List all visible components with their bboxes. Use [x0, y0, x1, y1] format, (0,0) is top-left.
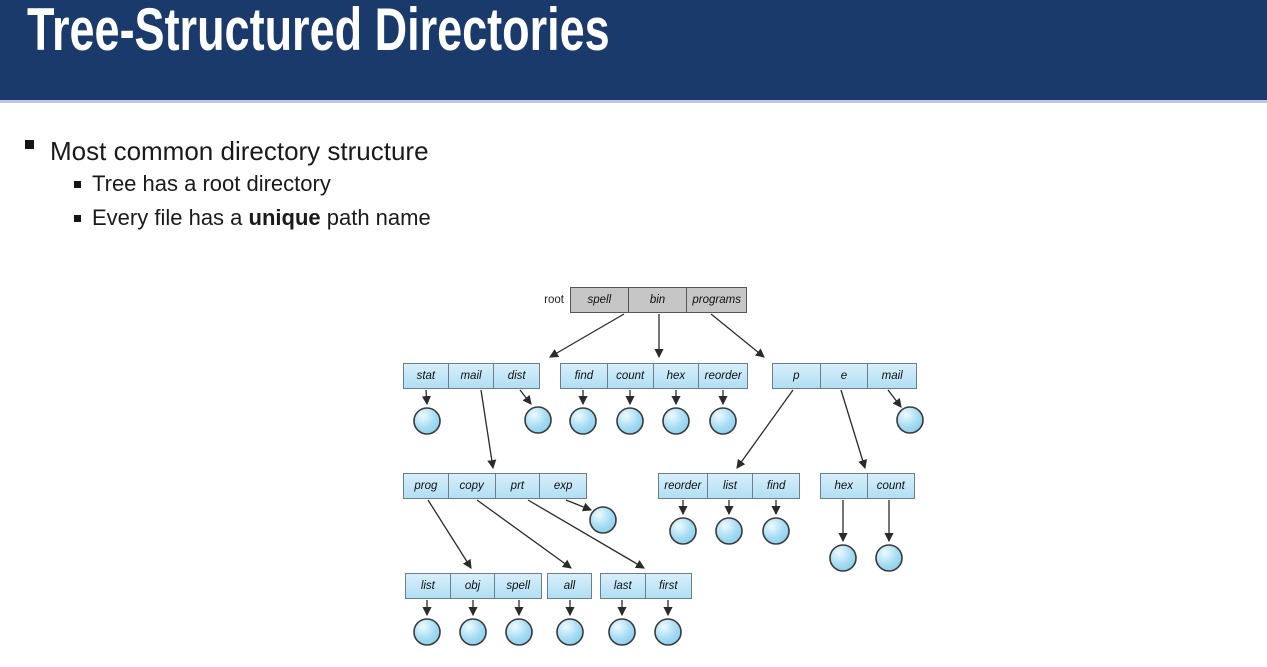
dir-entry-exp: exp: [553, 480, 573, 492]
tree-arrow: [480, 389, 497, 470]
page-title: Tree-Structured Directories: [27, 0, 610, 63]
dir-entry-hex: hex: [821, 474, 868, 498]
bullet-text: Every file has a: [92, 205, 249, 230]
dir-entry-last: last: [601, 574, 646, 598]
tree-arrow: [565, 499, 593, 512]
root-label: root: [544, 294, 564, 306]
tree-arrow: [427, 499, 472, 569]
file-circle-exp: [589, 506, 617, 534]
bullet-text: Tree has a root directory: [92, 171, 331, 196]
header-underline: [0, 100, 1267, 103]
file-circle-reorder-p: [669, 517, 697, 545]
dir-entry-dist: dist: [507, 370, 526, 382]
file-circle-hex: [662, 407, 690, 435]
file-circle-all: [556, 618, 584, 646]
slide-header: Tree-Structured Directories: [0, 0, 1267, 100]
file-circle-list: [413, 618, 441, 646]
file-circle-mail: [896, 406, 924, 434]
dir-entry-find: find: [766, 480, 786, 492]
tree-arrow: [527, 499, 645, 569]
e-dir-box: hex count: [820, 473, 915, 499]
bullet-text: Most common directory structure: [50, 136, 429, 166]
dir-entry-mail: mail: [881, 370, 903, 382]
file-circle-find-p: [762, 517, 790, 545]
bullet-text: unique: [248, 205, 321, 230]
dir-entry-first: first: [659, 580, 678, 592]
file-circle-hex-e: [829, 544, 857, 572]
file-circle-last: [608, 618, 636, 646]
dir-entry-programs: programs: [692, 294, 741, 306]
tree-arrow: [549, 313, 625, 358]
file-circle-find: [569, 407, 597, 435]
dir-entry-count: count: [876, 480, 905, 492]
dir-entry-spell: spell: [506, 580, 531, 592]
bullet-square-icon: [74, 181, 81, 188]
tree-arrow: [736, 389, 794, 469]
dir-entry-obj: obj: [451, 574, 496, 598]
dir-entry-find: find: [561, 364, 608, 388]
dir-entry-stat: stat: [404, 364, 449, 388]
dir-entry-reorder: reorder: [659, 474, 708, 498]
dir-entry-p: p: [773, 364, 821, 388]
bullet-text: path name: [320, 205, 431, 230]
file-circle-reorder: [709, 407, 737, 435]
dir-entry-count: count: [608, 364, 654, 388]
dir-entry-prt: prt: [496, 474, 541, 498]
bullet-square-icon: [25, 140, 34, 149]
tree-arrow: [519, 389, 532, 405]
bullet-square-icon: [74, 215, 81, 222]
bullet-item: Tree has a root directory: [74, 171, 331, 197]
dir-entry-hex: hex: [654, 364, 700, 388]
dir-entry-e: e: [821, 364, 869, 388]
tree-arrow: [710, 313, 765, 358]
dir-entry-mail: mail: [449, 364, 495, 388]
dir-entry-prog: prog: [404, 474, 449, 498]
copy-dir-box: all: [547, 573, 592, 599]
dir-entry-reorder: reorder: [704, 370, 742, 382]
prt-dir-box: last first: [600, 573, 692, 599]
tree-arrow: [887, 389, 902, 408]
bullet-item: Most common directory structure: [25, 136, 429, 166]
dir-entry-copy: copy: [449, 474, 496, 498]
dir-entry-all: all: [563, 580, 576, 592]
bullet-item: Every file has a unique path name: [74, 205, 431, 231]
file-circle-obj: [459, 618, 487, 646]
file-circle-count-e: [875, 544, 903, 572]
tree-arrow: [421, 389, 431, 406]
file-circle-spell: [505, 618, 533, 646]
file-circle-dist: [524, 406, 552, 434]
file-circle-stat: [413, 407, 441, 435]
dir-entry-list: list: [708, 474, 754, 498]
file-circle-count: [616, 407, 644, 435]
file-circle-list-p: [715, 517, 743, 545]
file-circle-first: [654, 618, 682, 646]
dir-entry-spell: spell: [571, 288, 629, 312]
tree-arrow: [840, 389, 868, 470]
tree-arrow: [476, 499, 572, 569]
dir-entry-bin: bin: [629, 288, 688, 312]
dir-entry-list: list: [406, 574, 451, 598]
